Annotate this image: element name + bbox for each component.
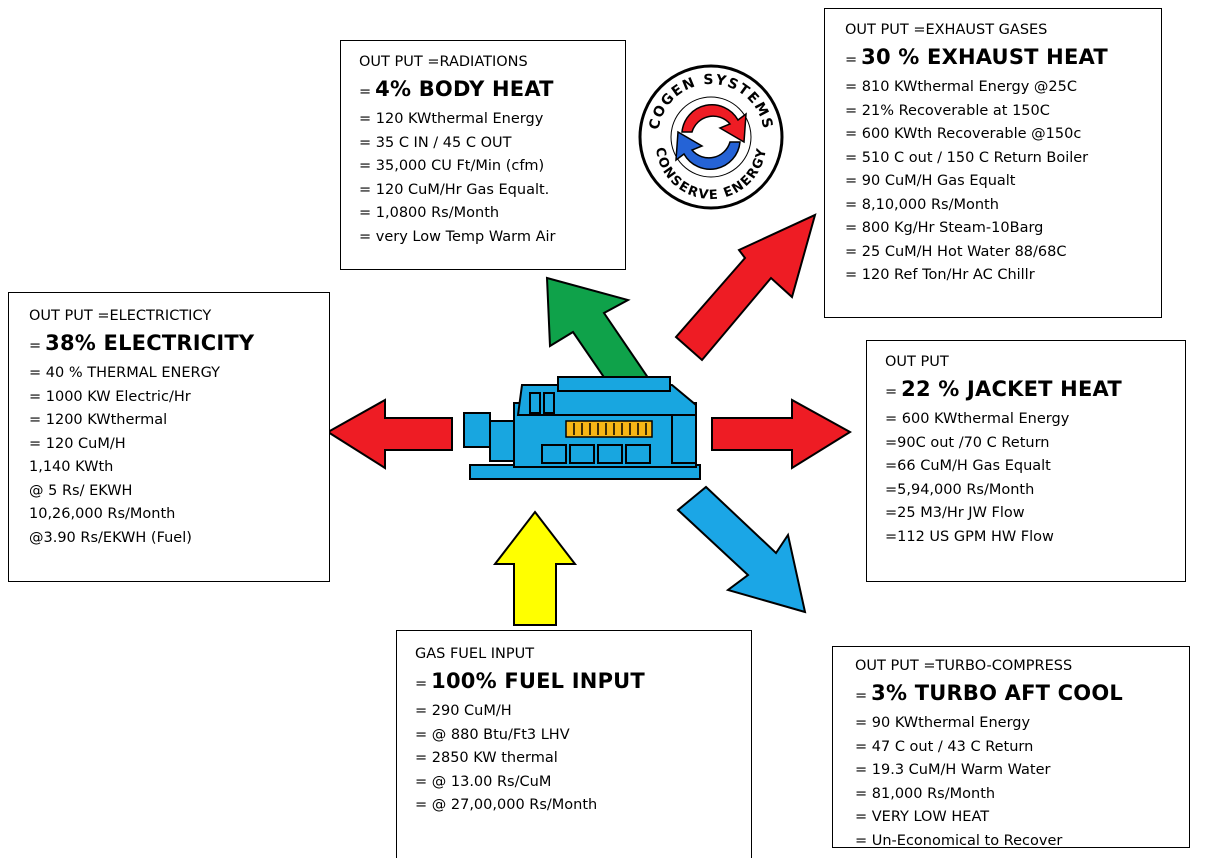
box-line: = 90 CuM/H Gas Equalt [845,173,1016,189]
box-line: = 40 % THERMAL ENERGY [29,365,220,381]
box-line: = 290 CuM/H [415,703,512,719]
box-turbo: OUT PUT =TURBO-COMPRESS =3% TURBO AFT CO… [832,646,1190,848]
box-line: = 81,000 Rs/Month [855,785,996,802]
arrow-to-electricity [326,398,453,470]
box-line: = @ 13.00 Rs/CuM [415,773,552,790]
box-header: GAS FUEL INPUT [415,646,535,662]
box-header: OUT PUT =TURBO-COMPRESS [855,658,1073,674]
box-line: 1,140 KWth [29,459,114,475]
box-line: =5,94,000 Rs/Month [885,481,1035,498]
box-headline: 4% BODY HEAT [375,77,554,101]
box-line: = 2850 KW thermal [415,750,558,766]
box-line: = 800 Kg/Hr Steam-10Barg [845,220,1044,236]
generator-engine-icon [463,376,701,480]
box-line: = @ 27,00,000 Rs/Month [415,797,598,813]
box-headline: 30 % EXHAUST HEAT [861,45,1108,69]
box-header: OUT PUT =RADIATIONS [359,54,528,70]
box-line: @3.90 Rs/EKWH (Fuel) [29,529,192,546]
box-line: = 8,10,000 Rs/Month [845,196,999,213]
box-line: = 25 CuM/H Hot Water 88/68C [845,243,1067,260]
box-line: = 600 KWthermal Energy [885,411,1070,427]
box-line: = 1,0800 Rs/Month [359,205,500,221]
box-header: OUT PUT =EXHAUST GASES [845,22,1048,38]
box-headline: 3% TURBO AFT COOL [871,681,1123,705]
box-line: = 90 KWthermal Energy [855,715,1031,731]
box-headline: 22 % JACKET HEAT [901,377,1122,401]
box-exhaust: OUT PUT =EXHAUST GASES =30 % EXHAUST HEA… [824,8,1162,318]
box-line: = 21% Recoverable at 150C [845,102,1050,119]
box-line: = 120 Ref Ton/Hr AC Chillr [845,267,1035,283]
arrow-to-turbo [676,485,807,614]
box-line: = 120 CuM/H [29,435,126,452]
box-line: = 810 KWthermal Energy @25C [845,79,1077,95]
box-line: @ 5 Rs/ EKWH [29,482,133,499]
box-line: = 120 CuM/Hr Gas Equalt. [359,181,550,198]
box-line: = 600 KWth Recoverable @150c [845,126,1082,142]
equals-sign: = [359,84,372,100]
box-line: = Un-Economical to Recover [855,832,1063,848]
box-line: = 510 C out / 150 C Return Boiler [845,149,1089,166]
box-electricity: OUT PUT =ELECTRICTICY =38% ELECTRICITY =… [8,292,330,582]
box-line: = 120 KWthermal Energy [359,111,544,127]
box-headline: 38% ELECTRICITY [45,331,255,355]
cogen-logo-icon: COGEN SYSTEMS CONSERVE ENERGY [638,64,784,210]
equals-sign: = [855,688,868,704]
box-line: = VERY LOW HEAT [855,809,990,825]
arrow-from-fuel [492,510,578,626]
box-line: =25 M3/Hr JW Flow [885,505,1025,521]
box-line: = 47 C out / 43 C Return [855,738,1034,755]
box-fuel-input: GAS FUEL INPUT =100% FUEL INPUT = 290 Cu… [396,630,752,858]
box-header: OUT PUT =ELECTRICTICY [29,308,212,324]
equals-sign: = [845,52,858,68]
box-line: =66 CuM/H Gas Equalt [885,458,1051,474]
box-jacket: OUT PUT =22 % JACKET HEAT = 600 KWtherma… [866,340,1186,582]
arrow-to-jacket [711,398,852,470]
box-line: = 1200 KWthermal [29,412,168,428]
box-line: 10,26,000 Rs/Month [29,506,176,522]
equals-sign: = [415,676,428,692]
box-line: = 35 C IN / 45 C OUT [359,134,512,151]
box-headline: 100% FUEL INPUT [431,669,645,693]
box-line: = 19.3 CuM/H Warm Water [855,762,1051,778]
equals-sign: = [885,384,898,400]
box-line: = @ 880 Btu/Ft3 LHV [415,726,570,743]
box-radiations: OUT PUT =RADIATIONS =4% BODY HEAT = 120 … [340,40,626,270]
box-line: =112 US GPM HW Flow [885,528,1054,545]
arrow-to-exhaust [674,213,817,362]
box-header: OUT PUT [885,354,949,370]
box-line: = 35,000 CU Ft/Min (cfm) [359,158,545,174]
box-line: =90C out /70 C Return [885,434,1050,451]
box-line: = 1000 KW Electric/Hr [29,388,191,405]
box-line: = very Low Temp Warm Air [359,228,556,245]
equals-sign: = [29,338,42,354]
